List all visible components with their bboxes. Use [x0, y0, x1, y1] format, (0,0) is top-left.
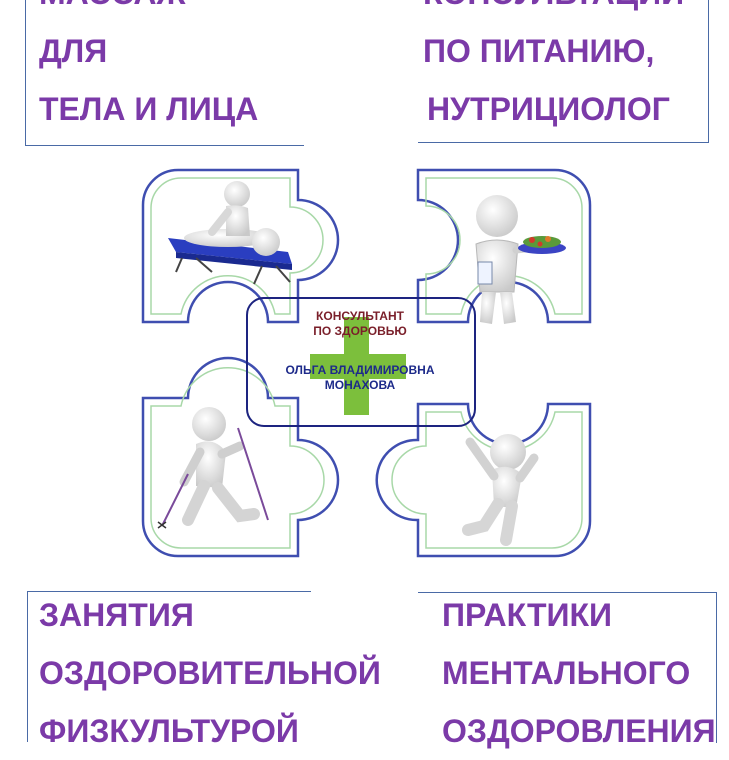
bottom-left-frame: [27, 591, 311, 742]
top-left-heading: МАССАЖ ДЛЯ ТЕЛА И ЛИЦА: [39, 0, 258, 138]
top-left-frame: [25, 0, 304, 146]
top-right-heading: КОНСУЛЬТАЦИИ ПО ПИТАНИЮ, НУТРИЦИОЛОГ: [423, 0, 684, 138]
nutritionist-with-salad-icon: [475, 195, 566, 324]
bottom-right-line: МЕНТАЛЬНОГО: [442, 655, 691, 691]
bottom-right-frame: [418, 592, 717, 743]
green-cross-icon: [310, 317, 406, 415]
top-left-line: ТЕЛА И ЛИЦА: [39, 91, 259, 127]
top-right-line: КОНСУЛЬТАЦИИ: [423, 0, 684, 22]
massage-table-icon: [168, 181, 292, 285]
top-left-line: МАССАЖ: [39, 0, 258, 22]
center-info-box: [246, 297, 476, 427]
bottom-left-line: ОЗДОРОВИТЕЛЬНОЙ: [39, 655, 381, 691]
consultant-name: ОЛЬГА ВЛАДИМИРОВНА МОНАХОВА: [285, 363, 435, 392]
jumping-figure-icon: [462, 434, 539, 546]
bottom-left-line: ЗАНЯТИЯ: [39, 597, 194, 633]
top-right-line: НУТРИЦИОЛОГ: [427, 91, 670, 127]
puzzle-piece-bottom-right: [375, 402, 592, 558]
top-right-frame: [418, 0, 709, 143]
top-right-line: ПО ПИТАНИЮ,: [423, 33, 655, 69]
consultant-role: КОНСУЛЬТАНТ ПО ЗДОРОВЬЮ: [313, 309, 407, 338]
nordic-walking-figure-icon: [157, 407, 269, 529]
puzzle-graphic: [141, 168, 592, 558]
top-left-line: ДЛЯ: [39, 33, 108, 69]
bottom-right-line: ПРАКТИКИ: [442, 597, 613, 633]
